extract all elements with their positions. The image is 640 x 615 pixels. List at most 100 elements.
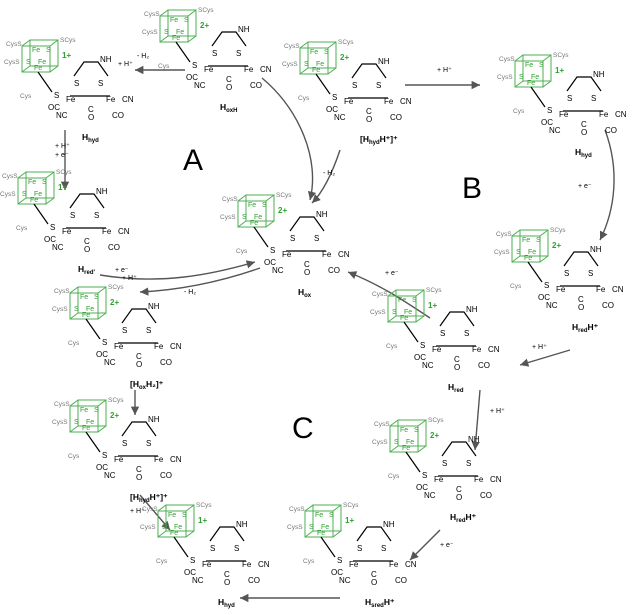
cube-front-face bbox=[69, 292, 99, 320]
oc-ligand: OC bbox=[96, 350, 108, 359]
cube-front-face bbox=[387, 295, 417, 323]
cube-edge bbox=[387, 315, 397, 323]
species-label: [HoxH₂]⁺ bbox=[130, 379, 164, 391]
cube-fe-label: Fe bbox=[32, 47, 40, 54]
fe-distal: Fe bbox=[389, 560, 399, 569]
bridging-bond bbox=[253, 226, 269, 248]
nc-ligand: NC bbox=[422, 361, 434, 370]
label-main: [H bbox=[130, 379, 139, 389]
cube-s-label: S bbox=[182, 512, 187, 519]
oc-ligand: OC bbox=[264, 258, 276, 267]
fe-proximal: Fe bbox=[202, 560, 212, 569]
bridging-c: C bbox=[456, 485, 462, 494]
step-minus-h2-top: - H₂ bbox=[137, 53, 149, 60]
thiolate-s: S bbox=[70, 211, 75, 220]
cys-ligand: Cys bbox=[298, 95, 310, 102]
cube-edge bbox=[69, 312, 79, 320]
cyss-ligand: CysS bbox=[144, 11, 160, 18]
step-e-minus-a1: + e⁻ bbox=[55, 152, 69, 159]
label-main: H bbox=[298, 287, 304, 297]
cube-edge bbox=[21, 65, 31, 73]
fe-proximal: Fe bbox=[556, 285, 566, 294]
cycle-letter-b: B bbox=[462, 172, 482, 205]
cube-fe-label: Fe bbox=[170, 17, 178, 24]
arrow-hox-to-hoxh2 bbox=[139, 267, 261, 296]
co-ligand: CO bbox=[160, 358, 172, 367]
adt-bridge bbox=[73, 61, 109, 77]
cube-back-face bbox=[397, 419, 427, 447]
cube-edge bbox=[415, 289, 425, 297]
nc-ligand: NC bbox=[549, 126, 561, 135]
cube-back-face bbox=[395, 289, 425, 317]
thiolate-s: S bbox=[591, 94, 596, 103]
adt-nh: NH bbox=[236, 520, 248, 529]
cube-fe-label: Fe bbox=[524, 255, 532, 262]
cyss-ligand: CysS bbox=[140, 524, 156, 531]
bridging-s-atom: S bbox=[337, 556, 342, 565]
adt-nh: NH bbox=[378, 57, 390, 66]
cluster-charge: 2+ bbox=[278, 206, 287, 215]
cube-fe-label: Fe bbox=[86, 306, 94, 313]
label-main: H bbox=[448, 382, 454, 392]
cube-s-label: S bbox=[26, 59, 31, 66]
fe-distal: Fe bbox=[154, 342, 164, 351]
fe-distal: Fe bbox=[106, 95, 116, 104]
cube-back-face bbox=[29, 39, 59, 67]
cube-fe-label: Fe bbox=[80, 407, 88, 414]
thiolate-s: S bbox=[588, 269, 593, 278]
adt-nh: NH bbox=[316, 210, 328, 219]
cube-fe-label: Fe bbox=[250, 220, 258, 227]
species-label: Hred' bbox=[78, 264, 95, 276]
cube-fe-label: Fe bbox=[402, 445, 410, 452]
bridging-s-atom: S bbox=[544, 281, 549, 290]
co-ligand: CO bbox=[248, 576, 260, 585]
scys-ligand: SCys bbox=[426, 287, 442, 294]
cyss-ligand: CysS bbox=[497, 74, 513, 81]
thiolate-s: S bbox=[236, 49, 241, 58]
bridging-c: C bbox=[88, 105, 94, 114]
cluster-charge: 1+ bbox=[428, 301, 437, 310]
cyss-ligand: CysS bbox=[142, 29, 158, 36]
adt-nh: NH bbox=[238, 25, 250, 34]
fe-distal: Fe bbox=[596, 285, 606, 294]
adt-bridge bbox=[121, 308, 157, 324]
adt-bridge bbox=[351, 63, 387, 79]
cyss-ligand: CysS bbox=[289, 506, 305, 513]
bridging-c: C bbox=[366, 107, 372, 116]
bridging-o: O bbox=[371, 578, 377, 587]
label-main: H bbox=[365, 597, 371, 607]
thiolate-s: S bbox=[352, 81, 357, 90]
bridging-s-atom: S bbox=[420, 341, 425, 350]
cn-ligand: CN bbox=[170, 342, 182, 351]
cys-ligand: Cys bbox=[303, 558, 315, 565]
bridging-o: O bbox=[581, 128, 587, 137]
bridging-c: C bbox=[578, 295, 584, 304]
cube-front-face bbox=[514, 60, 544, 88]
cube-edge bbox=[417, 445, 427, 453]
cube-fe-label: Fe bbox=[525, 62, 533, 69]
scys-ligand: SCys bbox=[338, 39, 354, 46]
cube-s-label: S bbox=[536, 237, 541, 244]
label-suffix: H⁺ bbox=[587, 322, 598, 332]
cyss-ligand: CysS bbox=[282, 61, 298, 68]
cyss-ligand: CysS bbox=[374, 421, 390, 428]
scys-ligand: SCys bbox=[108, 397, 124, 404]
step-h-plus-a1: + H⁺ bbox=[55, 143, 70, 150]
bridging-bond bbox=[403, 321, 419, 343]
cn-ligand: CN bbox=[615, 110, 627, 119]
cube-edge bbox=[332, 504, 342, 512]
oc-ligand: OC bbox=[414, 353, 426, 362]
fe-distal: Fe bbox=[472, 345, 482, 354]
fe-distal: Fe bbox=[599, 110, 609, 119]
fe-distal: Fe bbox=[154, 455, 164, 464]
cube-edge bbox=[542, 54, 552, 62]
cycle-letter-a: A bbox=[183, 144, 203, 177]
cube-s-label: S bbox=[184, 17, 189, 24]
cube-fe-label: Fe bbox=[38, 59, 46, 66]
cyss-ligand: CysS bbox=[372, 439, 388, 446]
